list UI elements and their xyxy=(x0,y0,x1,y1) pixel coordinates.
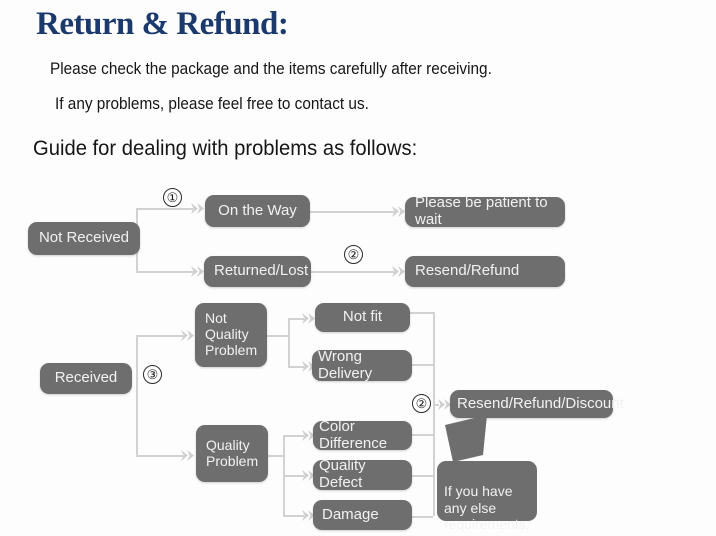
connector-returned-lost-out xyxy=(310,271,394,273)
arrow-to-color-difference xyxy=(301,428,315,442)
node-label: On the Way xyxy=(218,201,297,219)
marker-step-3: ③ xyxy=(143,365,162,384)
arrow-to-not-fit xyxy=(301,311,315,325)
connector-wrong-delivery-out xyxy=(412,364,433,366)
connector-quality-defect-out xyxy=(412,475,433,477)
connector-not-quality-stem xyxy=(267,335,288,337)
node-label: Wrong Delivery xyxy=(318,347,373,382)
node-not-quality-problem[interactable]: Not Quality Problem xyxy=(195,303,267,367)
node-label: Resend/Refund/Discount xyxy=(457,394,624,412)
node-label: Not Quality Problem xyxy=(205,310,258,358)
node-label: Quality Defect xyxy=(319,457,366,491)
node-label: Damage xyxy=(322,505,379,523)
node-label: Received xyxy=(54,369,118,387)
speech-bubble: If you have any else requirements, you c… xyxy=(437,461,537,536)
marker-label: ③ xyxy=(146,367,159,382)
arrow-to-not-quality-problem xyxy=(180,328,194,342)
connector-on-the-way-out xyxy=(310,211,394,213)
arrow-to-returned-lost xyxy=(190,264,204,278)
node-wrong-delivery[interactable]: Wrong Delivery xyxy=(312,347,412,382)
arrow-to-please-be-patient xyxy=(391,204,405,218)
node-returned-lost[interactable]: Returned/Lost xyxy=(204,256,311,287)
marker-label: ① xyxy=(166,190,179,205)
node-not-received[interactable]: Not Received xyxy=(28,222,140,255)
speech-bubble-text: If you have any else requirements, you c… xyxy=(444,482,530,536)
intro-line-1: Please check the package and the items c… xyxy=(50,60,492,78)
connector-to-damage xyxy=(283,515,304,517)
connector-merge-rail xyxy=(433,312,435,516)
node-label: Please be patient to wait xyxy=(415,194,548,228)
connector-to-quality-defect xyxy=(283,475,304,477)
arrow-to-quality-defect xyxy=(301,468,315,482)
node-quality-defect[interactable]: Quality Defect xyxy=(313,457,412,491)
marker-step-2-top: ② xyxy=(344,245,363,264)
node-damage[interactable]: Damage xyxy=(313,500,412,530)
node-received[interactable]: Received xyxy=(40,363,132,394)
connector-not-fit-out xyxy=(410,312,433,314)
marker-step-1: ① xyxy=(163,188,182,207)
connector-to-not-quality xyxy=(136,335,183,337)
arrow-to-resend-refund-discount xyxy=(437,397,451,411)
connector-to-not-fit xyxy=(288,318,304,320)
connector-quality-stem xyxy=(268,455,283,457)
connector-to-wrong-delivery xyxy=(288,366,304,368)
connector-to-color-difference xyxy=(283,435,304,437)
arrow-to-wrong-delivery xyxy=(301,359,315,373)
node-label: Not fit xyxy=(342,308,383,326)
marker-step-2-bottom: ② xyxy=(412,394,431,413)
arrow-to-resend-refund xyxy=(391,264,405,278)
intro-line-2: If any problems, please feel free to con… xyxy=(55,95,369,113)
arrow-to-on-the-way xyxy=(190,201,204,215)
node-not-fit[interactable]: Not fit xyxy=(315,303,410,332)
arrow-to-quality-problem xyxy=(180,448,194,462)
connector-damage-out xyxy=(412,516,433,518)
connector-merge-to-result xyxy=(433,404,439,406)
arrow-to-damage xyxy=(301,508,315,522)
marker-label: ② xyxy=(415,396,428,411)
node-quality-problem[interactable]: Quality Problem xyxy=(196,425,268,482)
node-please-be-patient[interactable]: Please be patient to wait xyxy=(405,194,565,228)
connector-received-split xyxy=(136,335,138,455)
connector-to-quality-problem xyxy=(136,455,183,457)
node-color-difference[interactable]: Color Difference xyxy=(313,417,412,452)
connector-color-difference-out xyxy=(412,434,433,436)
node-resend-refund-discount[interactable]: Resend/Refund/Discount xyxy=(450,390,624,418)
node-on-the-way[interactable]: On the Way xyxy=(205,195,310,227)
marker-label: ② xyxy=(347,247,360,262)
node-label: Not Received xyxy=(38,229,130,247)
node-label: Returned/Lost xyxy=(214,262,309,280)
connector-to-on-the-way xyxy=(136,208,193,210)
page-title: Return & Refund: xyxy=(36,6,289,42)
node-resend-refund[interactable]: Resend/Refund xyxy=(405,256,565,287)
connector-to-returned-lost xyxy=(136,271,193,273)
connector-not-quality-split xyxy=(288,318,290,366)
node-label: Resend/Refund xyxy=(415,262,520,280)
node-label: Color Difference xyxy=(319,417,388,452)
guide-heading: Guide for dealing with problems as follo… xyxy=(33,136,418,160)
node-label: Quality Problem xyxy=(206,436,259,469)
